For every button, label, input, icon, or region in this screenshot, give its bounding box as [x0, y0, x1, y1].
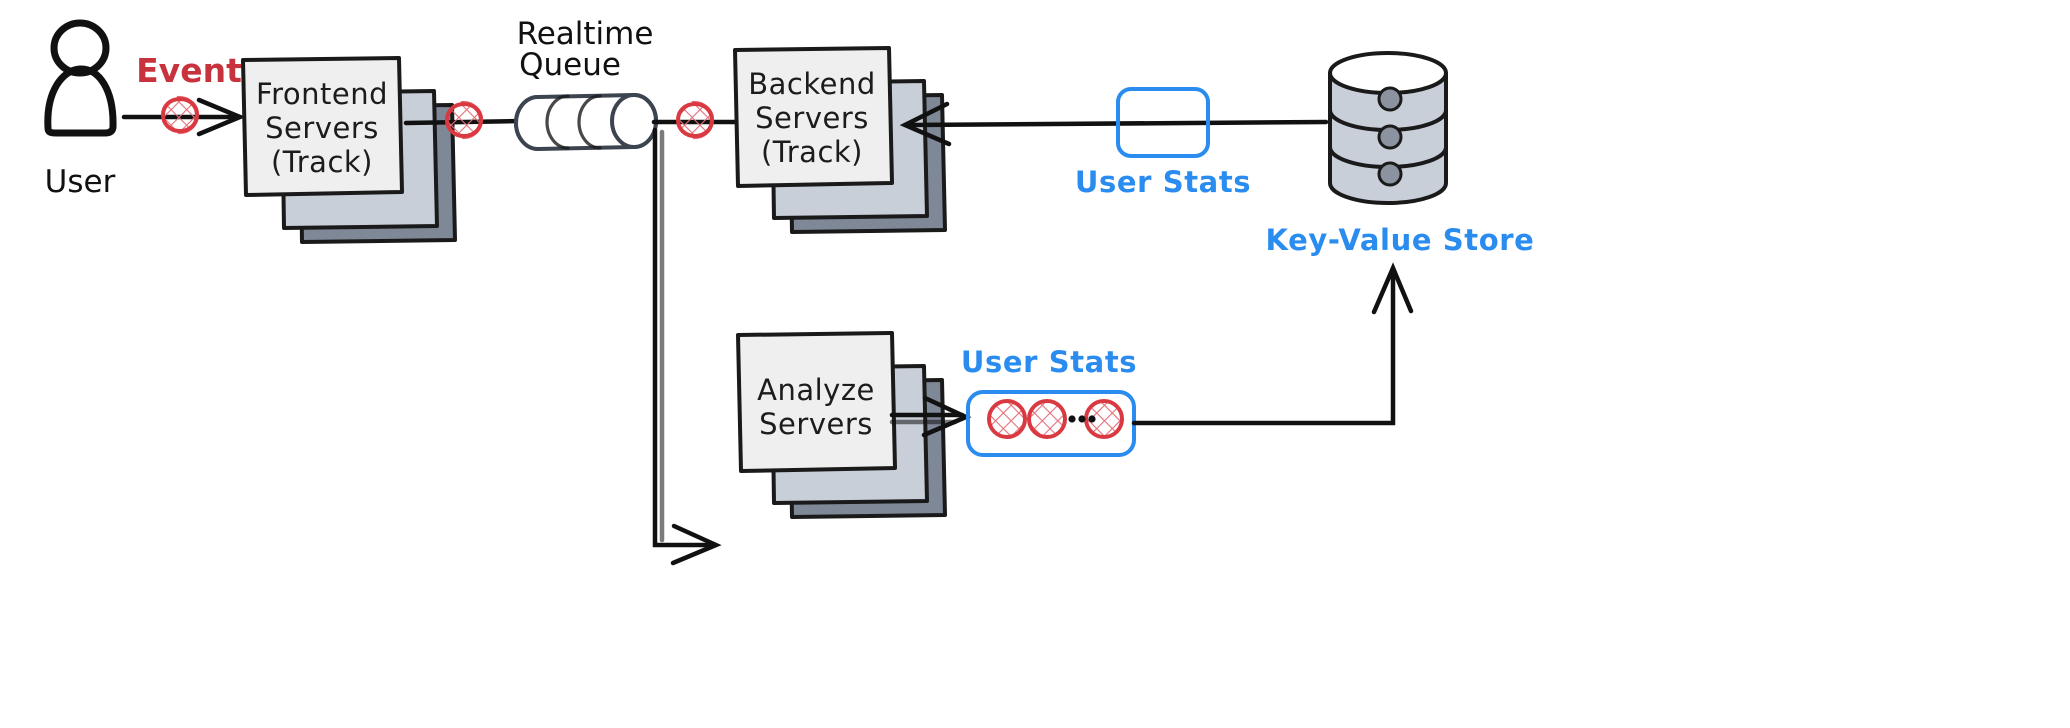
- edge-kvstore-to-backend: [899, 101, 1329, 147]
- user-stats-box-icon: [1116, 87, 1210, 158]
- node-frontend-servers[interactable]: Frontend Servers (Track): [241, 56, 457, 244]
- edge-queue-to-analyze: [652, 127, 722, 566]
- frontend-servers-line-1: Frontend: [256, 77, 388, 111]
- user-avatar-icon: [44, 19, 117, 137]
- realtime-queue-label-1: Realtime: [517, 16, 654, 52]
- node-user-stats-top[interactable]: User Stats: [1075, 87, 1251, 199]
- node-user-stats-bottom[interactable]: User Stats: [961, 345, 1137, 457]
- realtime-queue-label-2: Queue: [519, 47, 621, 83]
- analyze-servers-line-1: Analyze: [757, 373, 875, 407]
- node-user[interactable]: User: [44, 19, 117, 200]
- backend-servers-line-2: Servers: [755, 101, 869, 135]
- frontend-servers-line-2: Servers: [265, 111, 379, 145]
- queue-cylinder-icon: [514, 93, 658, 151]
- key-value-store-label: Key-Value Store: [1266, 223, 1535, 257]
- node-key-value-store[interactable]: Key-Value Store: [1266, 51, 1535, 257]
- database-cylinder-icon: [1328, 51, 1448, 205]
- node-backend-servers[interactable]: Backend Servers (Track): [733, 46, 947, 234]
- edge-userstats-to-kvstore: [1131, 262, 1414, 426]
- edge-queue-to-backend: [651, 100, 740, 140]
- edge-label-event: Event: [136, 51, 242, 90]
- edge-user-to-frontend: Event: [121, 51, 246, 137]
- user-stats-items: [987, 399, 1124, 439]
- edge-frontend-to-queue: [403, 100, 524, 140]
- event-marker-icon: [675, 100, 715, 140]
- user-label: User: [45, 164, 116, 200]
- frontend-servers-line-3: (Track): [271, 145, 373, 179]
- analyze-servers-line-2: Servers: [759, 407, 873, 441]
- backend-servers-line-1: Backend: [748, 67, 876, 101]
- backend-servers-line-3: (Track): [761, 135, 863, 169]
- node-realtime-queue[interactable]: Realtime Queue: [514, 16, 658, 151]
- node-analyze-servers[interactable]: Analyze Servers: [736, 331, 947, 519]
- user-stats-bottom-label: User Stats: [961, 345, 1137, 379]
- event-marker-icon: [444, 100, 484, 140]
- user-stats-top-label: User Stats: [1075, 165, 1251, 199]
- event-marker-icon: [160, 95, 200, 135]
